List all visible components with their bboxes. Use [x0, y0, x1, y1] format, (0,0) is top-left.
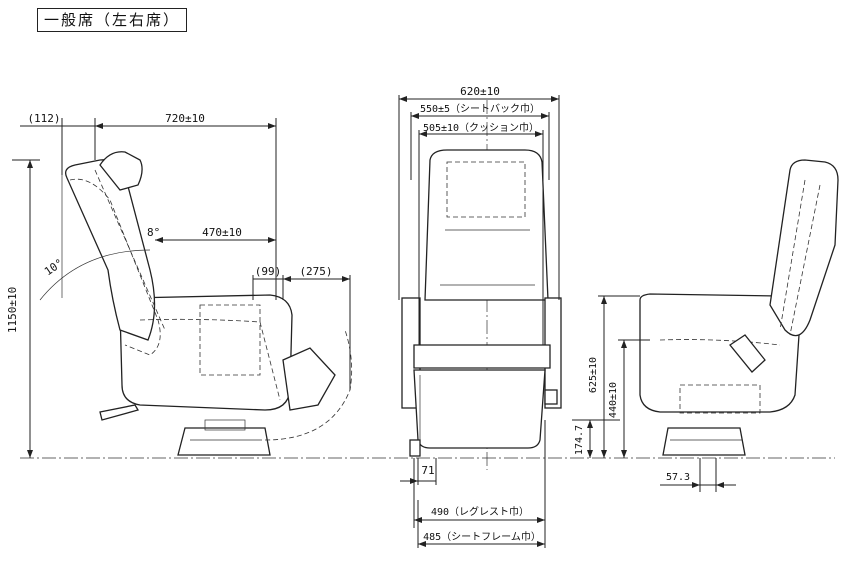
- dim-625: 625±10: [588, 357, 599, 393]
- dim-505: 505±10（クッション巾）: [423, 121, 539, 134]
- left-seat-base: [177, 427, 271, 456]
- front-seat-back: [424, 149, 549, 301]
- dim-99: (99): [255, 265, 282, 278]
- left-headrest: [99, 151, 143, 191]
- dim-490: 490（レグレスト巾）: [431, 505, 529, 518]
- right-dimensions: 174.7 625±10 440±10 57.3: [572, 295, 736, 492]
- left-legrest: [282, 347, 336, 411]
- dim-71: 71: [421, 464, 434, 477]
- front-legrest: [413, 369, 546, 449]
- dim-275: (275): [299, 265, 332, 278]
- dim-720: 720±10: [165, 112, 205, 125]
- right-seat-back: [769, 159, 839, 337]
- left-seat-back: [64, 159, 156, 341]
- front-view: [401, 100, 562, 470]
- left-side-view: [39, 151, 353, 456]
- dim-57-3: 57.3: [666, 472, 690, 483]
- left-dimensions: 1150±10 (112) 720±10 470±10 8° 10° (99) …: [6, 112, 351, 458]
- front-headrest: [446, 161, 526, 218]
- dim-440: 440±10: [608, 382, 619, 418]
- dim-620: 620±10: [460, 85, 500, 98]
- front-seat-cushion: [413, 344, 551, 369]
- front-dimensions: 620±10 550±5（シートバック巾） 505±10（クッション巾） 71 …: [398, 85, 560, 548]
- right-side-view: [639, 159, 839, 456]
- angle-8: 8°: [147, 226, 160, 239]
- dim-1150: 1150±10: [6, 287, 19, 333]
- dim-470: 470±10: [202, 226, 242, 239]
- right-seat-cushion: [639, 293, 801, 413]
- dim-550: 550±5（シートバック巾）: [420, 102, 540, 115]
- right-seat-base: [662, 427, 746, 456]
- dim-174-7: 174.7: [574, 425, 585, 455]
- right-legrest-lever: [729, 334, 766, 373]
- dim-485: 485（シートフレーム巾）: [423, 530, 541, 543]
- page-title: 一般席（左右席）: [37, 8, 188, 32]
- dim-112: (112): [27, 112, 60, 125]
